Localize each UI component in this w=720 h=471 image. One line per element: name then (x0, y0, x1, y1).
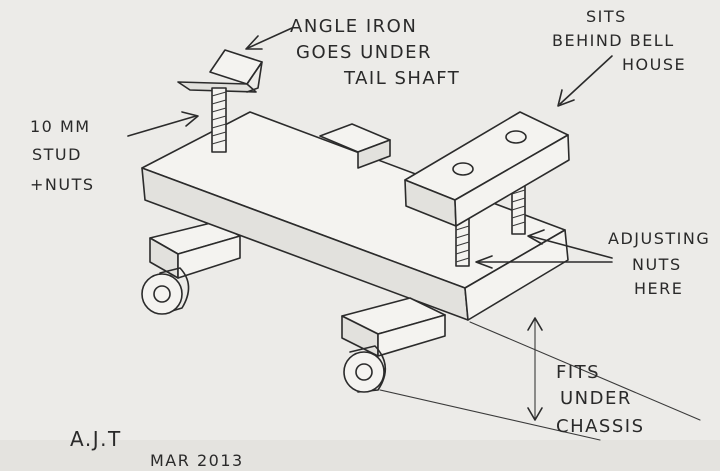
chassis-lines (379, 317, 701, 441)
leader-adjusting (475, 229, 613, 269)
label-angle-iron-line2: GOES UNDER (296, 42, 432, 63)
label-fits-under: FITS UNDER CHASSIS (556, 362, 645, 437)
right-stud-rear (511, 185, 526, 235)
rear-cross-bar (149, 221, 241, 279)
label-stud-line1: 10 MM (30, 117, 91, 136)
label-fits-under-line1: FITS (556, 362, 600, 383)
rear-wheel (141, 267, 190, 315)
signature-initials: A.J.T (70, 427, 122, 451)
label-angle-iron-line1: ANGLE IRON (290, 16, 417, 37)
paper-bottom-edge (0, 440, 720, 471)
left-stud (211, 87, 227, 153)
leader-angle-iron (245, 27, 293, 50)
label-adjusting-line1: ADJUSTING (608, 229, 710, 248)
label-sits-behind-line2: BEHIND BELL (552, 31, 675, 50)
angle-iron (177, 49, 263, 93)
label-sits-behind-line1: SITS (586, 7, 627, 26)
label-stud-line3: +NUTS (30, 175, 95, 194)
label-adjusting-line2: NUTS (632, 255, 682, 274)
label-fits-under-line2: UNDER (560, 388, 632, 409)
leader-sits-behind (557, 55, 613, 107)
label-sits-behind: SITS BEHIND BELL HOUSE (552, 7, 686, 74)
label-adjusting-line3: HERE (634, 279, 683, 298)
signature-date: MAR 2013 (150, 451, 244, 470)
label-stud-line2: STUD (32, 145, 82, 164)
leader-stud (127, 111, 199, 137)
front-wheel (343, 345, 387, 393)
label-adjusting: ADJUSTING NUTS HERE (608, 229, 710, 298)
bell-housing-plate (404, 111, 570, 227)
label-sits-behind-line3: HOUSE (622, 55, 686, 74)
front-cross-bar (341, 297, 446, 357)
label-angle-iron: ANGLE IRON GOES UNDER TAIL SHAFT (290, 16, 460, 89)
label-fits-under-line3: CHASSIS (556, 416, 645, 437)
label-angle-iron-line3: TAIL SHAFT (343, 68, 460, 89)
label-stud: 10 MM STUD +NUTS (30, 117, 95, 194)
